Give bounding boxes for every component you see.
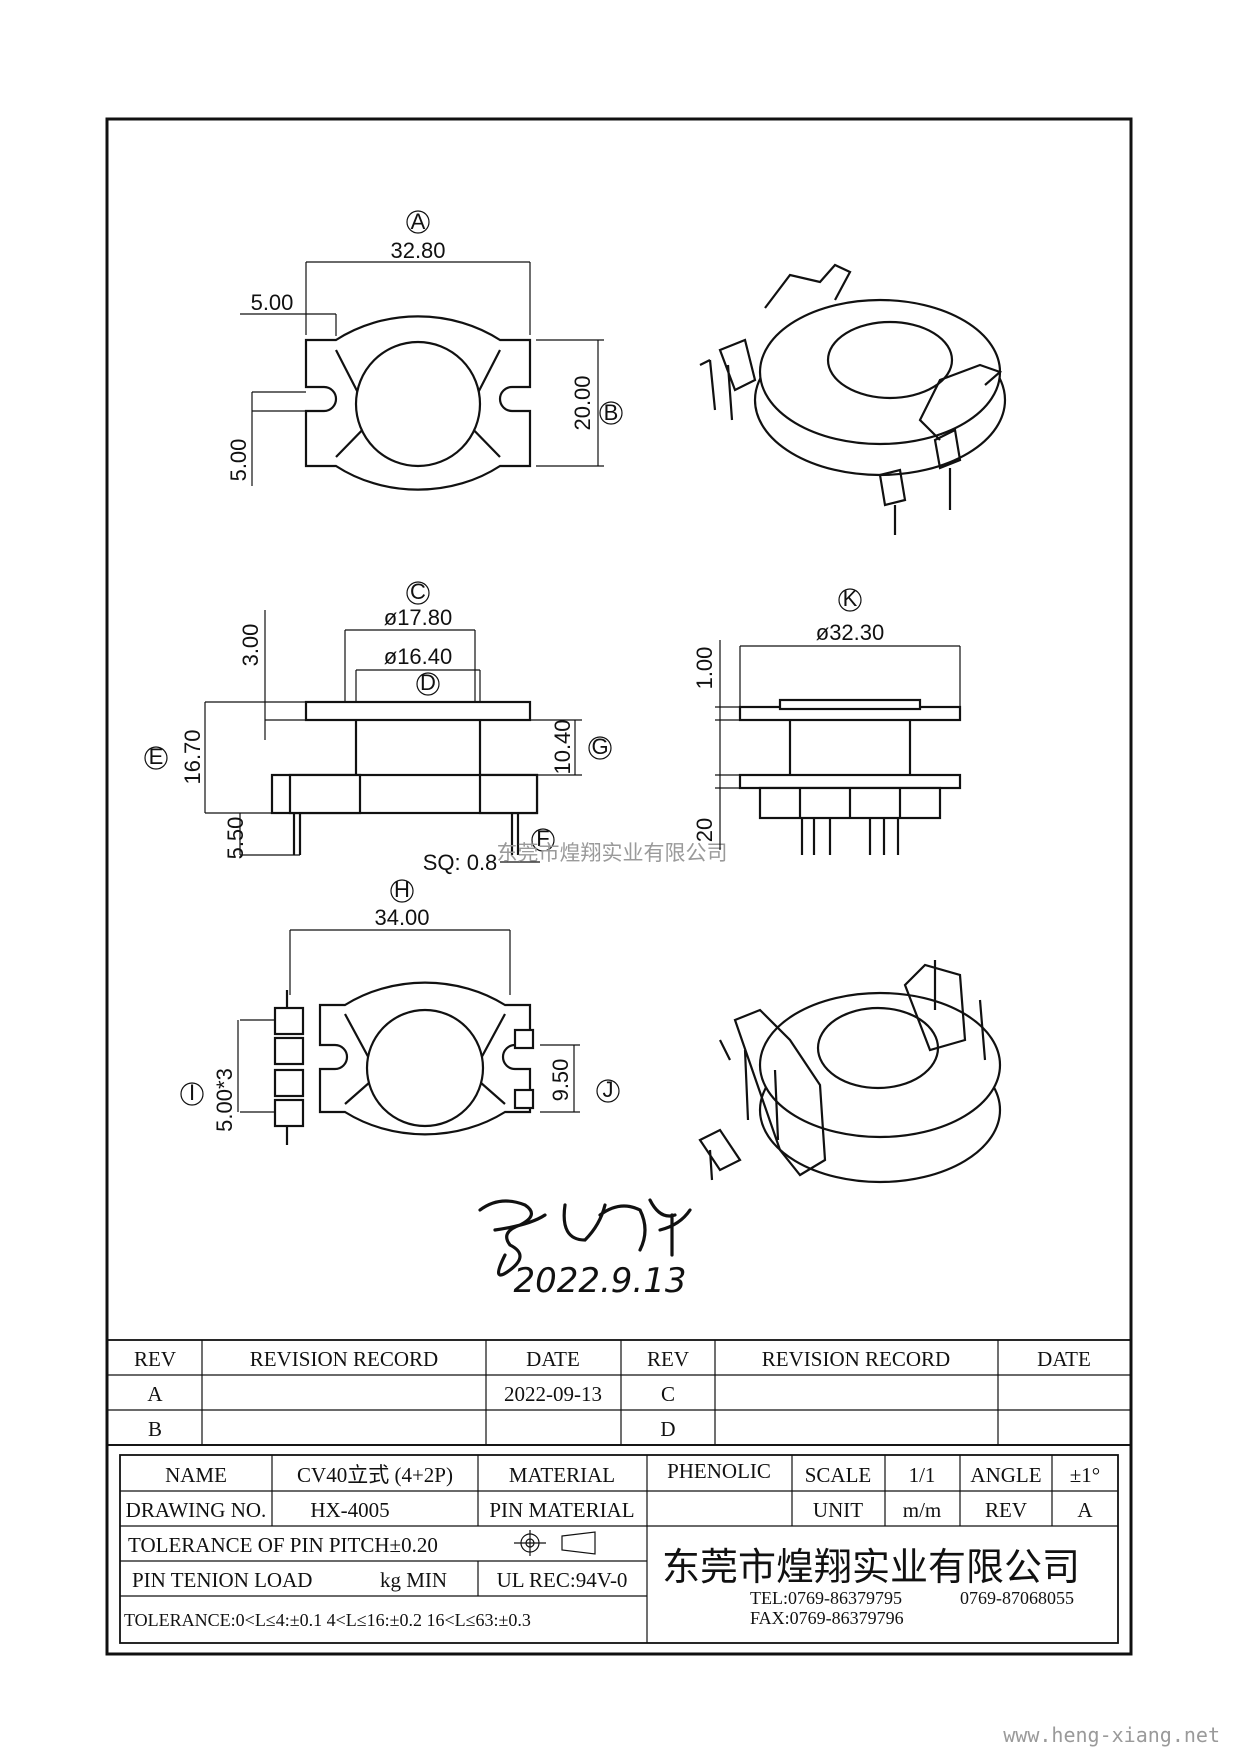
scale-value: 1/1 — [909, 1463, 936, 1487]
angle-label: ANGLE — [970, 1463, 1041, 1487]
company-name: 东莞市煌翔实业有限公司 — [662, 1545, 1080, 1589]
rev-header-2: REV — [647, 1347, 689, 1371]
rev-a: A — [147, 1382, 163, 1406]
rev-d: D — [660, 1417, 675, 1441]
label-i: I — [189, 1080, 195, 1105]
iso-view-top — [699, 263, 1007, 535]
material-label: MATERIAL — [509, 1463, 615, 1487]
pin-load-label: PIN TENION LOAD — [132, 1568, 312, 1592]
material-value: PHENOLIC — [667, 1459, 771, 1483]
tolerance-line: TOLERANCE:0<L≤4:±0.1 4<L≤16:±0.2 16<L≤63… — [124, 1610, 531, 1630]
dim-pin-length: 5.50 — [223, 817, 248, 860]
tel: TEL:0769-86379795 — [750, 1588, 902, 1608]
rev-b: B — [148, 1417, 162, 1441]
iso-view-bottom — [698, 960, 1002, 1184]
dim-top: 1.00 — [692, 647, 717, 690]
title-block: NAME CV40立式 (4+2P) MATERIAL PHENOLIC SCA… — [106, 1444, 1132, 1655]
label-f: F — [536, 826, 549, 851]
record-header-1: REVISION RECORD — [250, 1347, 438, 1371]
label-j: J — [603, 1077, 614, 1102]
label-b: B — [604, 400, 619, 425]
dim-inner-dia: ø16.40 — [384, 644, 453, 669]
dim-bottom: 20 — [692, 818, 717, 842]
unit-label: UNIT — [813, 1498, 863, 1522]
signature: 2022.9.13 — [478, 1198, 692, 1301]
side-view: K ø32.30 1.00 20 — [692, 586, 962, 855]
revision-table: REV REVISION RECORD DATE REV REVISION RE… — [106, 1339, 1132, 1446]
pin-material-label: PIN MATERIAL — [489, 1498, 634, 1522]
date-header-1: DATE — [526, 1347, 580, 1371]
label-h: H — [394, 877, 410, 902]
front-view: C ø17.80 ø16.40 D 3.00 E 16.70 10.40 G 5… — [144, 579, 612, 875]
dim-winding-height: 10.40 — [550, 719, 575, 774]
label-k: K — [843, 586, 858, 611]
label-d: D — [420, 670, 436, 695]
dim-dia: ø32.30 — [816, 620, 885, 645]
dim-flange: 5.00 — [251, 290, 294, 315]
dim-width: 32.80 — [390, 238, 445, 263]
name-label: NAME — [165, 1463, 227, 1487]
tel2: 0769-87068055 — [960, 1588, 1074, 1608]
website: www.heng-xiang.net — [1003, 1723, 1220, 1747]
dim-slot: 5.00 — [226, 439, 251, 482]
fax: FAX:0769-86379796 — [750, 1608, 904, 1628]
rev-c: C — [661, 1382, 675, 1406]
signature-date: 2022.9.13 — [513, 1261, 686, 1301]
label-e: E — [149, 744, 164, 769]
rev-a-date: 2022-09-13 — [504, 1382, 602, 1406]
drawing-no-value: HX-4005 — [310, 1498, 389, 1522]
label-a: A — [411, 209, 426, 234]
pin-load-unit: kg MIN — [380, 1568, 447, 1592]
dim-total-height: 16.70 — [180, 729, 205, 784]
pin-pitch-tolerance: TOLERANCE OF PIN PITCH±0.20 — [128, 1533, 438, 1557]
drawing-no-label: DRAWING NO. — [126, 1498, 267, 1522]
bottom-view: H 34.00 I 5.00*3 J 9.50 — [180, 877, 620, 1145]
ul-rec: UL REC:94V-0 — [497, 1568, 628, 1592]
top-view: A 32.80 5.00 B 20.00 5.00 — [226, 209, 623, 491]
dim-top-flange: 3.00 — [238, 624, 263, 667]
rev-header-1: REV — [134, 1347, 176, 1371]
dim-pitch: 5.00*3 — [212, 1068, 237, 1132]
name-value: CV40立式 (4+2P) — [297, 1463, 453, 1487]
rev-label: REV — [985, 1498, 1027, 1522]
unit-value: m/m — [903, 1498, 942, 1522]
dim-bottom-width: 34.00 — [374, 905, 429, 930]
watermark: 东莞市煌翔实业有限公司 — [497, 841, 728, 865]
angle-value: ±1° — [1070, 1463, 1100, 1487]
label-c: C — [410, 579, 426, 604]
date-header-2: DATE — [1037, 1347, 1091, 1371]
dim-outer-dia: ø17.80 — [384, 605, 453, 630]
dim-bottom-slot: 9.50 — [548, 1059, 573, 1102]
rev-value: A — [1077, 1498, 1093, 1522]
label-g: G — [591, 734, 608, 759]
dim-pin-square: SQ: 0.8 — [423, 850, 498, 875]
scale-label: SCALE — [805, 1463, 872, 1487]
record-header-2: REVISION RECORD — [762, 1347, 950, 1371]
dim-height: 20.00 — [570, 375, 595, 430]
